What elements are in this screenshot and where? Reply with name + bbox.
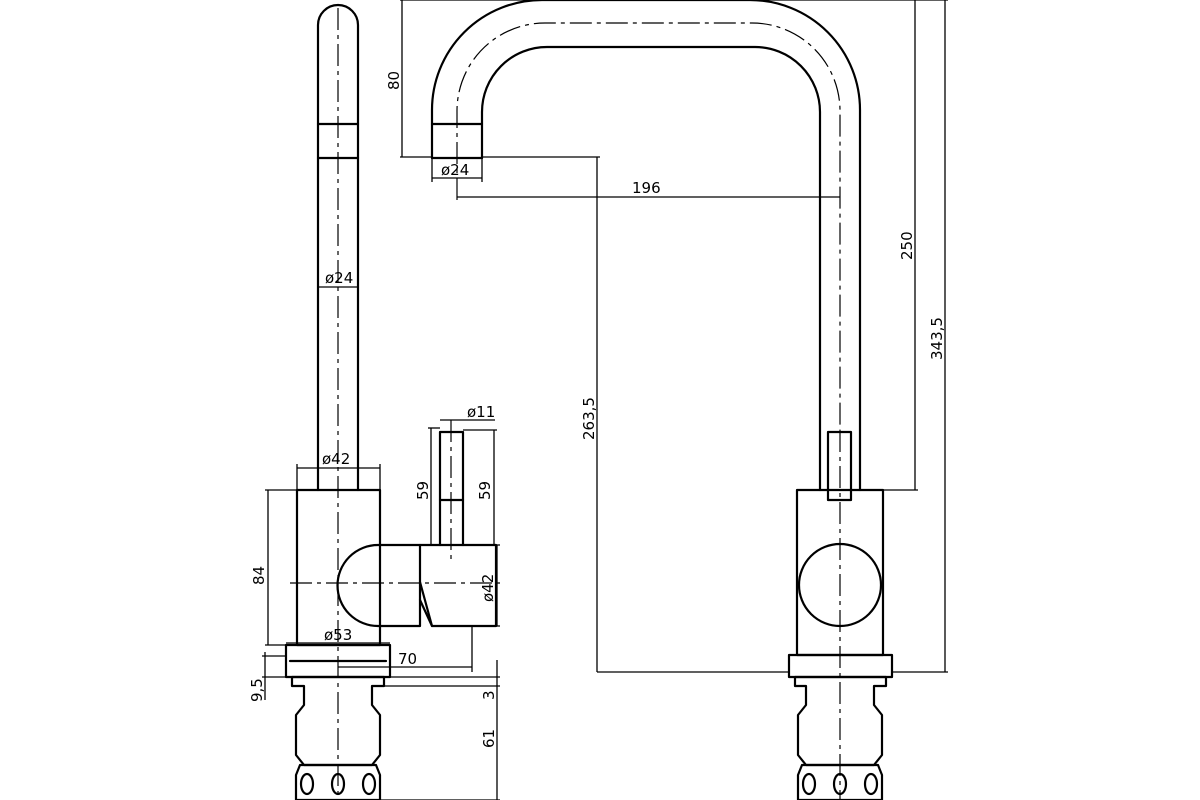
dim-front-spout-drop-label: 80 bbox=[385, 71, 403, 90]
dim-side-body-height-label: 84 bbox=[250, 566, 268, 585]
dim-side-handle-diameter-label: ø42 bbox=[479, 574, 497, 602]
dim-side-base-diameter: ø53 bbox=[286, 626, 390, 644]
front-nut-slot-left bbox=[801, 772, 817, 796]
side-nut-slot-left bbox=[299, 772, 315, 796]
dim-front-body-to-top: 250 bbox=[750, 0, 948, 491]
dim-side-lever-height-left-label: 59 bbox=[414, 481, 432, 500]
dim-side-base-diameter-label: ø53 bbox=[324, 626, 352, 644]
dim-side-body-diameter-label: ø42 bbox=[322, 450, 350, 468]
front-spout-inner bbox=[480, 45, 822, 492]
dim-side-handle-offset-label: 70 bbox=[398, 650, 417, 668]
dim-side-shank-height-label: 61 bbox=[480, 729, 498, 748]
dim-side-lever-height-right: 59 bbox=[463, 429, 497, 545]
side-view: ø24 ø42 ø53 84 ø11 bbox=[248, 3, 500, 800]
dim-front-spout-reach-label: 196 bbox=[632, 179, 661, 197]
dim-front-body-to-top-label: 250 bbox=[898, 231, 916, 260]
dim-side-lever-height-right-label: 59 bbox=[476, 481, 494, 500]
front-nut bbox=[796, 763, 884, 800]
side-spout-tube bbox=[316, 3, 360, 492]
dim-side-body-height: 84 bbox=[250, 489, 297, 646]
dim-side-shank: 3 61 bbox=[380, 660, 500, 800]
dim-side-lever-height-left: 59 bbox=[414, 427, 440, 545]
side-nut-slot-right bbox=[361, 772, 377, 796]
front-spout-centerline bbox=[456, 22, 841, 430]
dim-side-lever-diameter-label: ø11 bbox=[467, 403, 495, 421]
dim-front-outlet-diameter: ø24 bbox=[431, 158, 483, 182]
dim-front-total-height-label: 343,5 bbox=[928, 317, 946, 360]
dim-side-body-diameter: ø42 bbox=[296, 450, 381, 490]
dim-front-outlet-diameter-label: ø24 bbox=[441, 161, 469, 179]
side-nut bbox=[294, 763, 382, 800]
dim-side-spout-diameter: ø24 bbox=[318, 269, 358, 288]
dim-side-spout-diameter-label: ø24 bbox=[325, 269, 353, 287]
front-view: 80 ø24 196 263,5 250 bbox=[385, 0, 948, 800]
dim-side-handle-offset: 70 bbox=[338, 626, 473, 672]
dim-front-outlet-height-label: 263,5 bbox=[580, 397, 598, 440]
side-handle-ring bbox=[418, 580, 434, 628]
dim-front-spout-drop: 80 bbox=[385, 0, 542, 158]
dim-side-lever-diameter: ø11 bbox=[440, 403, 495, 421]
front-nut-slot-right bbox=[863, 772, 879, 796]
front-spout-outer bbox=[430, 0, 862, 492]
dim-front-spout-reach: 196 bbox=[457, 179, 840, 198]
dim-side-gap-height-label: 3 bbox=[480, 690, 498, 700]
side-nut-slot-center bbox=[330, 772, 346, 796]
dim-side-handle-diameter: ø42 bbox=[479, 544, 500, 627]
front-nut-slot-center bbox=[832, 772, 848, 796]
dim-front-total-height: 343,5 bbox=[892, 0, 948, 673]
dim-side-base-height: 9,5 bbox=[248, 652, 286, 702]
side-handle-hub bbox=[336, 543, 422, 628]
dim-side-base-height-label: 9,5 bbox=[248, 678, 266, 702]
dim-front-outlet-height: 263,5 bbox=[482, 156, 789, 673]
